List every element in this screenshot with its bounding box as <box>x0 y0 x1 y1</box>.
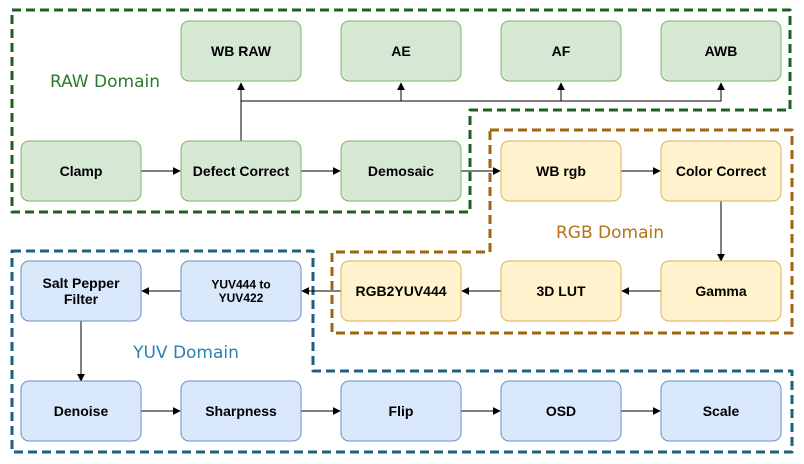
rgb-domain-label: RGB Domain <box>556 223 664 243</box>
node-label-line: Filter <box>64 291 99 307</box>
node-denoise-label: Denoise <box>54 403 109 419</box>
node-label-line: Denoise <box>54 403 109 419</box>
edge-bus-to-ae <box>241 82 405 102</box>
node-label-line: 3D LUT <box>537 283 586 299</box>
edge-bus-to-af <box>401 82 565 102</box>
node-wb-raw: WB RAW <box>180 20 302 82</box>
edge-bus-to-awb <box>561 82 725 102</box>
node-clamp-box <box>20 140 142 202</box>
node-flip-box <box>340 380 462 442</box>
node-label-line: Scale <box>703 403 740 419</box>
node-af-label: AF <box>552 43 571 59</box>
node-af-box <box>500 20 622 82</box>
node-wb-rgb-label: WB rgb <box>536 163 586 179</box>
node-wb-raw-label: WB RAW <box>211 43 272 59</box>
node-sharpness-box <box>180 380 302 442</box>
node-defect-correct: Defect Correct <box>180 140 302 202</box>
node-label-line: Sharpness <box>205 403 277 419</box>
node-gamma-label: Gamma <box>695 283 747 299</box>
node-wb-raw-box <box>180 20 302 82</box>
node-awb-box <box>660 20 782 82</box>
node-label-line: Clamp <box>60 163 103 179</box>
raw-domain-boundary <box>10 8 792 214</box>
node-label-line: AWB <box>705 43 738 59</box>
node-flip-label: Flip <box>389 403 414 419</box>
nodes: WB RAW AE AF AWB Clamp Defect Correct De… <box>20 20 782 442</box>
yuv-domain-label: YUV Domain <box>132 343 239 363</box>
edges <box>77 82 725 415</box>
node-3d-lut: 3D LUT <box>500 260 622 322</box>
node-scale-box <box>660 380 782 442</box>
node-label-line: WB RAW <box>211 43 272 59</box>
node-yuv444-to-yuv422-box <box>180 260 302 322</box>
node-scale-label: Scale <box>703 403 740 419</box>
raw-domain-label: RAW Domain <box>50 72 160 92</box>
node-defect-correct-label: Defect Correct <box>193 163 290 179</box>
node-denoise-box <box>20 380 142 442</box>
node-3d-lut-label: 3D LUT <box>537 283 586 299</box>
node-osd-box <box>500 380 622 442</box>
node-rgb2yuv444-box <box>340 260 462 322</box>
node-label-line: YUV444 to <box>211 277 270 291</box>
node-awb: AWB <box>660 20 782 82</box>
node-label-line: Demosaic <box>368 163 434 179</box>
node-label-line: Flip <box>389 403 414 419</box>
node-color-correct-box <box>660 140 782 202</box>
node-defect-correct-box <box>180 140 302 202</box>
node-awb-label: AWB <box>705 43 738 59</box>
node-label-line: Defect Correct <box>193 163 290 179</box>
node-demosaic: Demosaic <box>340 140 462 202</box>
node-label-line: RGB2YUV444 <box>355 283 446 299</box>
node-clamp: Clamp <box>20 140 142 202</box>
node-wb-rgb-box <box>500 140 622 202</box>
node-scale: Scale <box>660 380 782 442</box>
node-label-line: WB rgb <box>536 163 586 179</box>
node-3d-lut-box <box>500 260 622 322</box>
node-denoise: Denoise <box>20 380 142 442</box>
node-label-line: Gamma <box>695 283 747 299</box>
node-label-line: OSD <box>546 403 576 419</box>
node-label-line: Color Correct <box>676 163 767 179</box>
node-salt-pepper-filter-box <box>20 260 142 322</box>
node-rgb2yuv444-label: RGB2YUV444 <box>355 283 446 299</box>
node-af: AF <box>500 20 622 82</box>
node-label-line: YUV422 <box>219 291 264 305</box>
node-osd-label: OSD <box>546 403 576 419</box>
node-gamma: Gamma <box>660 260 782 322</box>
node-flip: Flip <box>340 380 462 442</box>
node-label-line: AE <box>391 43 410 59</box>
rgb-domain-boundary <box>330 128 794 335</box>
node-sharpness-label: Sharpness <box>205 403 277 419</box>
node-rgb2yuv444: RGB2YUV444 <box>340 260 462 322</box>
node-clamp-label: Clamp <box>60 163 103 179</box>
yuv-domain-boundary <box>10 249 794 454</box>
node-gamma-box <box>660 260 782 322</box>
node-label-line: Salt Pepper <box>42 275 120 291</box>
node-demosaic-box <box>340 140 462 202</box>
node-color-correct-label: Color Correct <box>676 163 767 179</box>
node-ae: AE <box>340 20 462 82</box>
node-sharpness: Sharpness <box>180 380 302 442</box>
node-ae-box <box>340 20 462 82</box>
node-ae-label: AE <box>391 43 410 59</box>
node-demosaic-label: Demosaic <box>368 163 434 179</box>
node-wb-rgb: WB rgb <box>500 140 622 202</box>
node-label-line: AF <box>552 43 571 59</box>
node-osd: OSD <box>500 380 622 442</box>
node-color-correct: Color Correct <box>660 140 782 202</box>
